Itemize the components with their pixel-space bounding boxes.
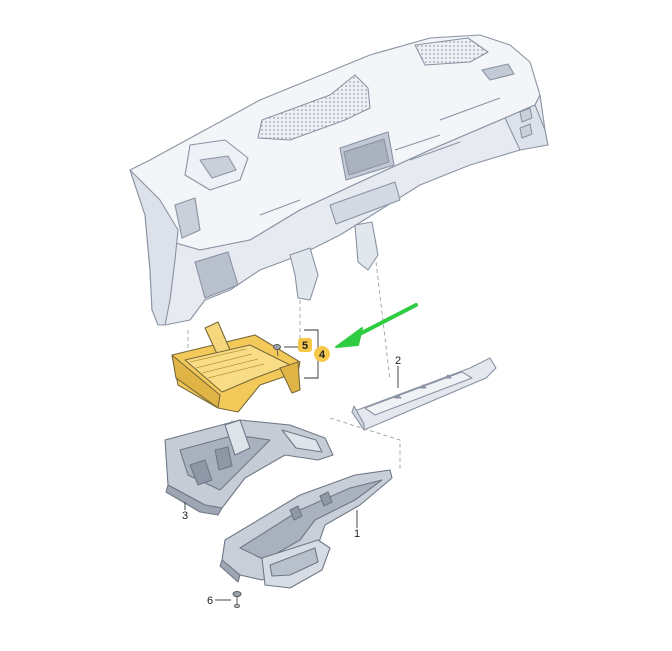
callout-5: 5 — [302, 340, 308, 352]
callout-4-badge — [314, 346, 330, 362]
callout-1: 1 — [354, 528, 360, 540]
part-2-cover-panel — [351, 357, 497, 431]
callout-labels: 5 4 2 3 1 6 — [182, 338, 401, 607]
callout-5-badge — [298, 338, 312, 352]
green-arrow-icon — [335, 303, 418, 348]
part-6-bolt — [232, 591, 242, 608]
callout-4: 4 — [319, 349, 326, 361]
part-3-frame — [164, 419, 334, 516]
callout-3: 3 — [182, 510, 188, 522]
part-1-glovebox — [219, 469, 393, 589]
callout-2: 2 — [395, 355, 401, 367]
dashboard-panel — [129, 34, 549, 326]
part-5-screw — [273, 344, 281, 357]
callout-6: 6 — [207, 595, 213, 607]
part-4-bracket — [171, 321, 301, 413]
